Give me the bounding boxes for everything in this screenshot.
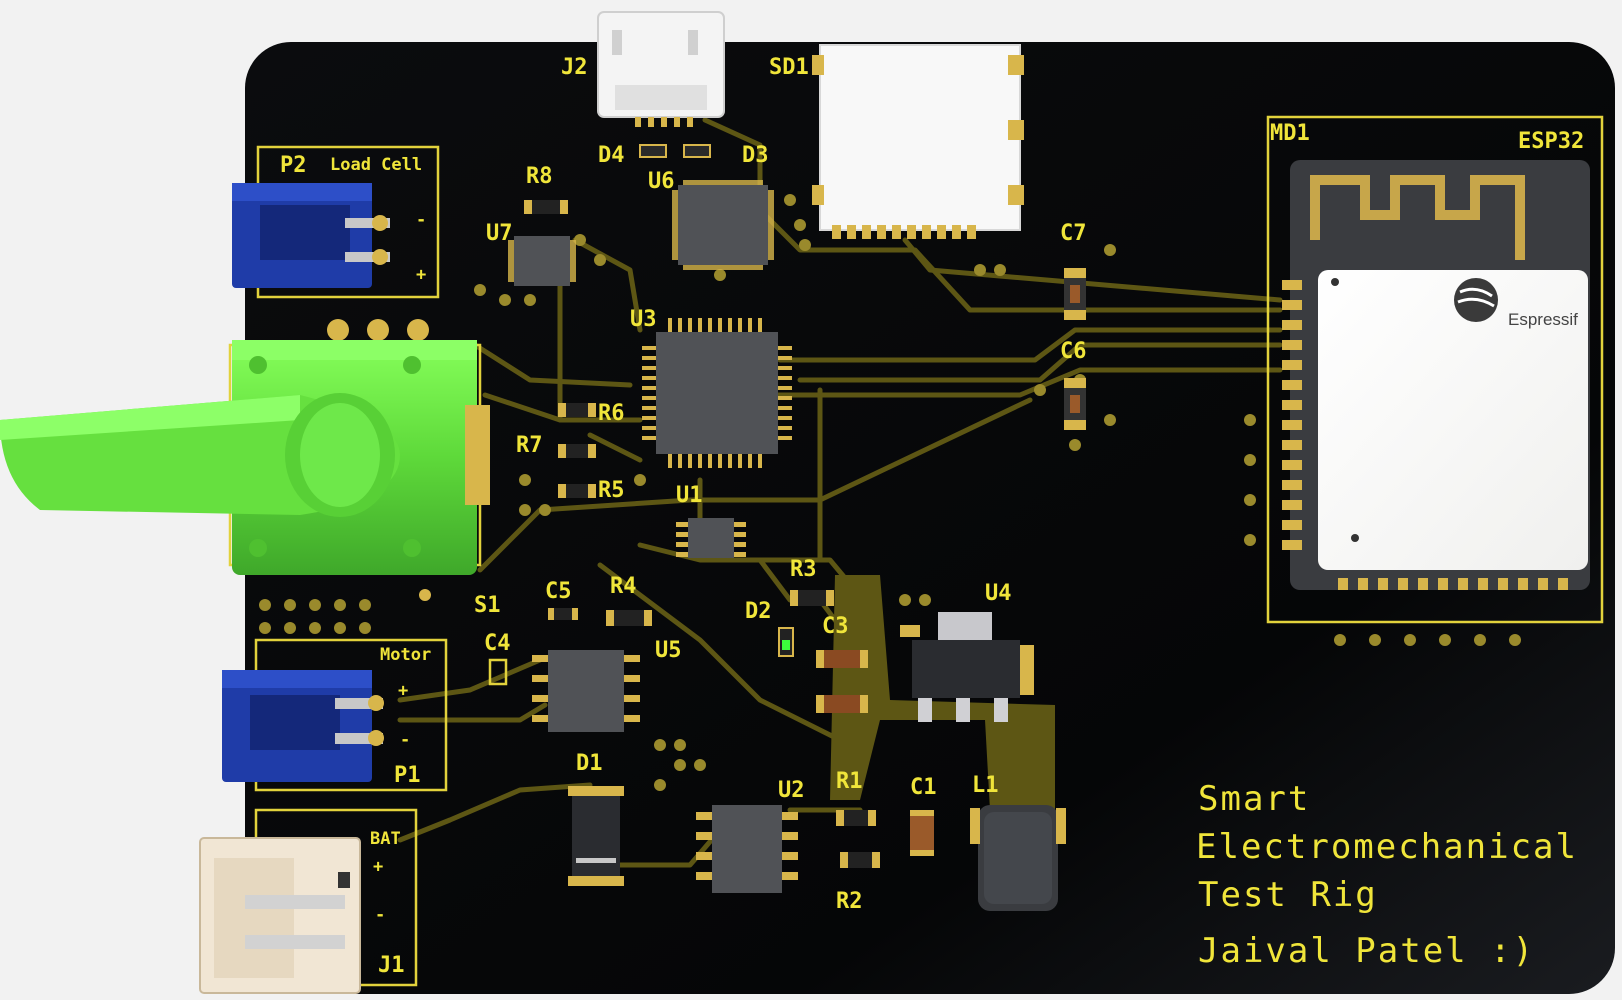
ic-u5 bbox=[532, 650, 640, 732]
resistor-r1 bbox=[836, 810, 876, 826]
capacitor-c1 bbox=[910, 810, 934, 856]
ref-r1: R1 bbox=[836, 769, 863, 794]
ref-c3: C3 bbox=[822, 614, 849, 639]
motor-name-label: Motor bbox=[380, 645, 431, 665]
ref-r5: R5 bbox=[598, 478, 625, 503]
p2-minus-label: - bbox=[416, 210, 426, 230]
resistor-r7 bbox=[558, 444, 596, 458]
resistor-r4 bbox=[606, 610, 652, 626]
ref-u4: U4 bbox=[985, 581, 1012, 606]
ref-r6: R6 bbox=[598, 401, 625, 426]
ref-p1: P1 bbox=[394, 763, 421, 788]
resistor-r6 bbox=[558, 403, 596, 417]
ref-r7: R7 bbox=[516, 433, 543, 458]
board-title-line-2: Electromechanical bbox=[1196, 827, 1578, 867]
board-author-line: Jaival Patel :) bbox=[1198, 931, 1535, 971]
sd-card-slot-icon bbox=[812, 44, 1024, 239]
diode-d3 bbox=[683, 144, 711, 158]
pcb-board bbox=[245, 42, 1615, 994]
ref-u6: U6 bbox=[648, 169, 675, 194]
resistor-r2 bbox=[840, 852, 880, 868]
ref-u5: U5 bbox=[655, 638, 682, 663]
usb-connector-icon bbox=[597, 11, 725, 127]
ref-s1: S1 bbox=[474, 593, 501, 618]
ic-u3 bbox=[642, 318, 792, 468]
resistor-r5 bbox=[558, 484, 596, 498]
ref-u1: U1 bbox=[676, 483, 703, 508]
ref-c1: C1 bbox=[910, 775, 937, 800]
ref-p2: P2 bbox=[280, 153, 307, 178]
ref-u3: U3 bbox=[630, 307, 657, 332]
p2-name-label: Load Cell bbox=[330, 155, 422, 175]
ref-c6: C6 bbox=[1060, 339, 1087, 364]
bat-minus-label: - bbox=[375, 905, 385, 925]
espressif-logo-icon bbox=[1454, 278, 1498, 322]
ref-l1: L1 bbox=[972, 773, 999, 798]
ref-c4: C4 bbox=[484, 631, 511, 656]
p2-plus-label: + bbox=[416, 265, 426, 285]
inductor-l1 bbox=[970, 805, 1066, 911]
ref-j1: J1 bbox=[378, 953, 405, 978]
ref-d3: D3 bbox=[742, 143, 769, 168]
outline-c4 bbox=[488, 658, 508, 686]
ref-c7: C7 bbox=[1060, 221, 1087, 246]
potentiometer-knob-icon bbox=[0, 319, 490, 575]
load-cell-header bbox=[232, 183, 390, 288]
copper-pour bbox=[830, 575, 1055, 810]
ref-d1: D1 bbox=[576, 751, 603, 776]
ref-md1: MD1 bbox=[1270, 121, 1310, 146]
module-name-label: ESP32 bbox=[1518, 129, 1584, 154]
capacitor-c6 bbox=[1064, 378, 1086, 430]
capacitor-c3 bbox=[816, 650, 868, 668]
motor-header bbox=[222, 670, 384, 782]
motor-minus-label: - bbox=[400, 730, 410, 750]
led-d2 bbox=[778, 627, 794, 657]
bat-plus-label: + bbox=[373, 857, 383, 877]
ic-u1 bbox=[676, 518, 746, 558]
battery-connector bbox=[199, 837, 361, 994]
ic-u7 bbox=[508, 236, 576, 286]
capacitor-c5 bbox=[548, 608, 578, 620]
ref-u2: U2 bbox=[778, 778, 805, 803]
bat-name-label: BAT bbox=[370, 829, 401, 849]
ref-u7: U7 bbox=[486, 221, 513, 246]
ref-j2: J2 bbox=[561, 55, 588, 80]
motor-plus-label: + bbox=[398, 681, 408, 701]
resistor-r8 bbox=[524, 200, 568, 214]
ic-u2 bbox=[696, 805, 798, 893]
ref-d2: D2 bbox=[745, 599, 772, 624]
board-title-line-3: Test Rig bbox=[1198, 875, 1378, 915]
board-title-line-1: Smart bbox=[1198, 779, 1310, 819]
ic-u6 bbox=[672, 180, 774, 270]
capacitor-c3b bbox=[816, 695, 868, 713]
ref-sd1: SD1 bbox=[769, 55, 809, 80]
ref-c5: C5 bbox=[545, 579, 572, 604]
diode-d4 bbox=[639, 144, 667, 158]
capacitor-c7 bbox=[1064, 268, 1086, 320]
ic-u4 bbox=[900, 612, 1034, 722]
ref-d4: D4 bbox=[598, 143, 625, 168]
ref-r2: R2 bbox=[836, 889, 863, 914]
esp32-module bbox=[1282, 160, 1590, 590]
module-brand-label: Espressif bbox=[1508, 310, 1578, 329]
resistor-r3 bbox=[790, 590, 834, 606]
ref-r4: R4 bbox=[610, 574, 637, 599]
ref-r8: R8 bbox=[526, 164, 553, 189]
outline-md1 bbox=[1266, 115, 1604, 624]
diode-d1 bbox=[568, 786, 624, 886]
ref-r3: R3 bbox=[790, 557, 817, 582]
